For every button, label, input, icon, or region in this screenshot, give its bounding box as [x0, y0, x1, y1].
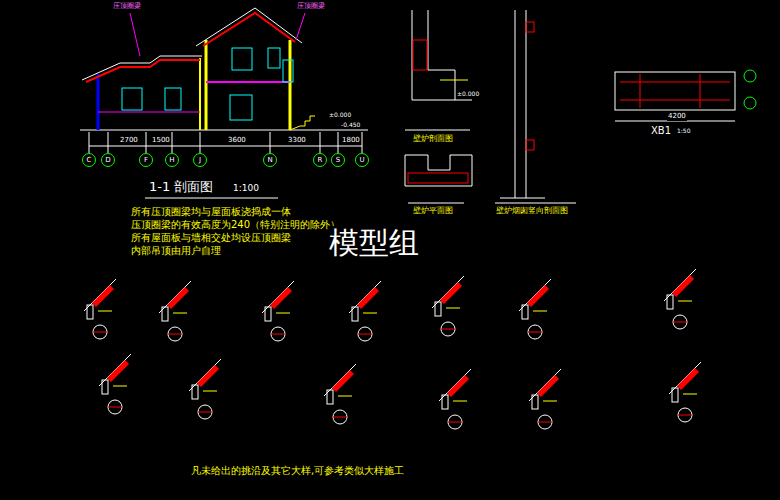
callout-text: 压顶圈梁 — [296, 3, 326, 11]
fireplace-drawing — [405, 10, 576, 203]
detail — [159, 281, 191, 341]
axis-label: D — [105, 157, 110, 164]
detail — [189, 359, 221, 419]
elevation: ±0.000 — [328, 112, 352, 119]
detail — [439, 369, 471, 429]
axis-label: N — [267, 157, 272, 164]
detail — [529, 369, 561, 429]
axis-bubble: U — [355, 153, 369, 167]
axis-label: S — [336, 157, 340, 164]
drawing-title: 壁炉平面图 — [412, 207, 454, 216]
scale: 1:50 — [676, 128, 691, 135]
detail — [99, 354, 131, 414]
detail — [519, 279, 551, 339]
dimension: 1500 — [151, 137, 171, 145]
note: 内部吊顶由用户自理 — [130, 245, 222, 256]
drawing-title: XB1 — [650, 125, 672, 136]
slab-plan — [615, 70, 756, 121]
axis-bubble: S — [331, 153, 345, 167]
axis-bubble: F — [139, 153, 153, 167]
axis-label: U — [359, 157, 364, 164]
drawing-title: 壁炉剖面图 — [412, 135, 454, 144]
note: 所有屋面板与墙相交处均设压顶圈梁 — [130, 232, 292, 243]
drawing-title: 1-1 剖面图 — [148, 180, 214, 194]
dimension: 3600 — [227, 137, 247, 145]
axis-bubble: D — [101, 153, 115, 167]
elevation: -0.450 — [340, 122, 361, 129]
elevation: ±0.000 — [456, 91, 480, 98]
detail — [84, 279, 116, 339]
dimension: 2700 — [119, 137, 139, 145]
watermark: 模型组 — [328, 226, 420, 259]
axis-bubble: C — [82, 153, 96, 167]
detail — [324, 364, 356, 424]
detail — [432, 276, 464, 336]
callout-text: 压顶圈梁 — [112, 3, 142, 11]
drawing-title: 壁炉烟囱竖向剖面图 — [495, 207, 569, 216]
scale: 1:100 — [232, 184, 260, 194]
axis-bubble: R — [313, 153, 327, 167]
detail — [262, 281, 294, 341]
dimension: 3300 — [287, 137, 307, 145]
note: 凡未给出的挑沿及其它大样,可参考类似大样施工 — [190, 465, 405, 476]
axis-label: H — [169, 157, 174, 164]
axis-bubble: N — [263, 153, 277, 167]
axis-bubble: H — [165, 153, 179, 167]
detail — [664, 269, 696, 329]
detail-drawings — [84, 269, 701, 429]
axis-label: R — [318, 157, 323, 164]
axis-label: C — [87, 157, 92, 164]
dimension: 1800 — [341, 137, 361, 145]
axis-label: J — [199, 157, 201, 164]
note: 所有压顶圈梁均与屋面板浇捣成一体 — [130, 206, 292, 217]
axis-bubble: J — [193, 153, 207, 167]
detail — [669, 362, 701, 422]
axis-label: F — [144, 157, 148, 164]
dimension: 4200 — [667, 113, 687, 121]
section-drawing — [80, 8, 368, 198]
note: 压顶圈梁的有效高度为240（特别注明的除外） — [130, 219, 341, 230]
detail — [349, 281, 381, 341]
